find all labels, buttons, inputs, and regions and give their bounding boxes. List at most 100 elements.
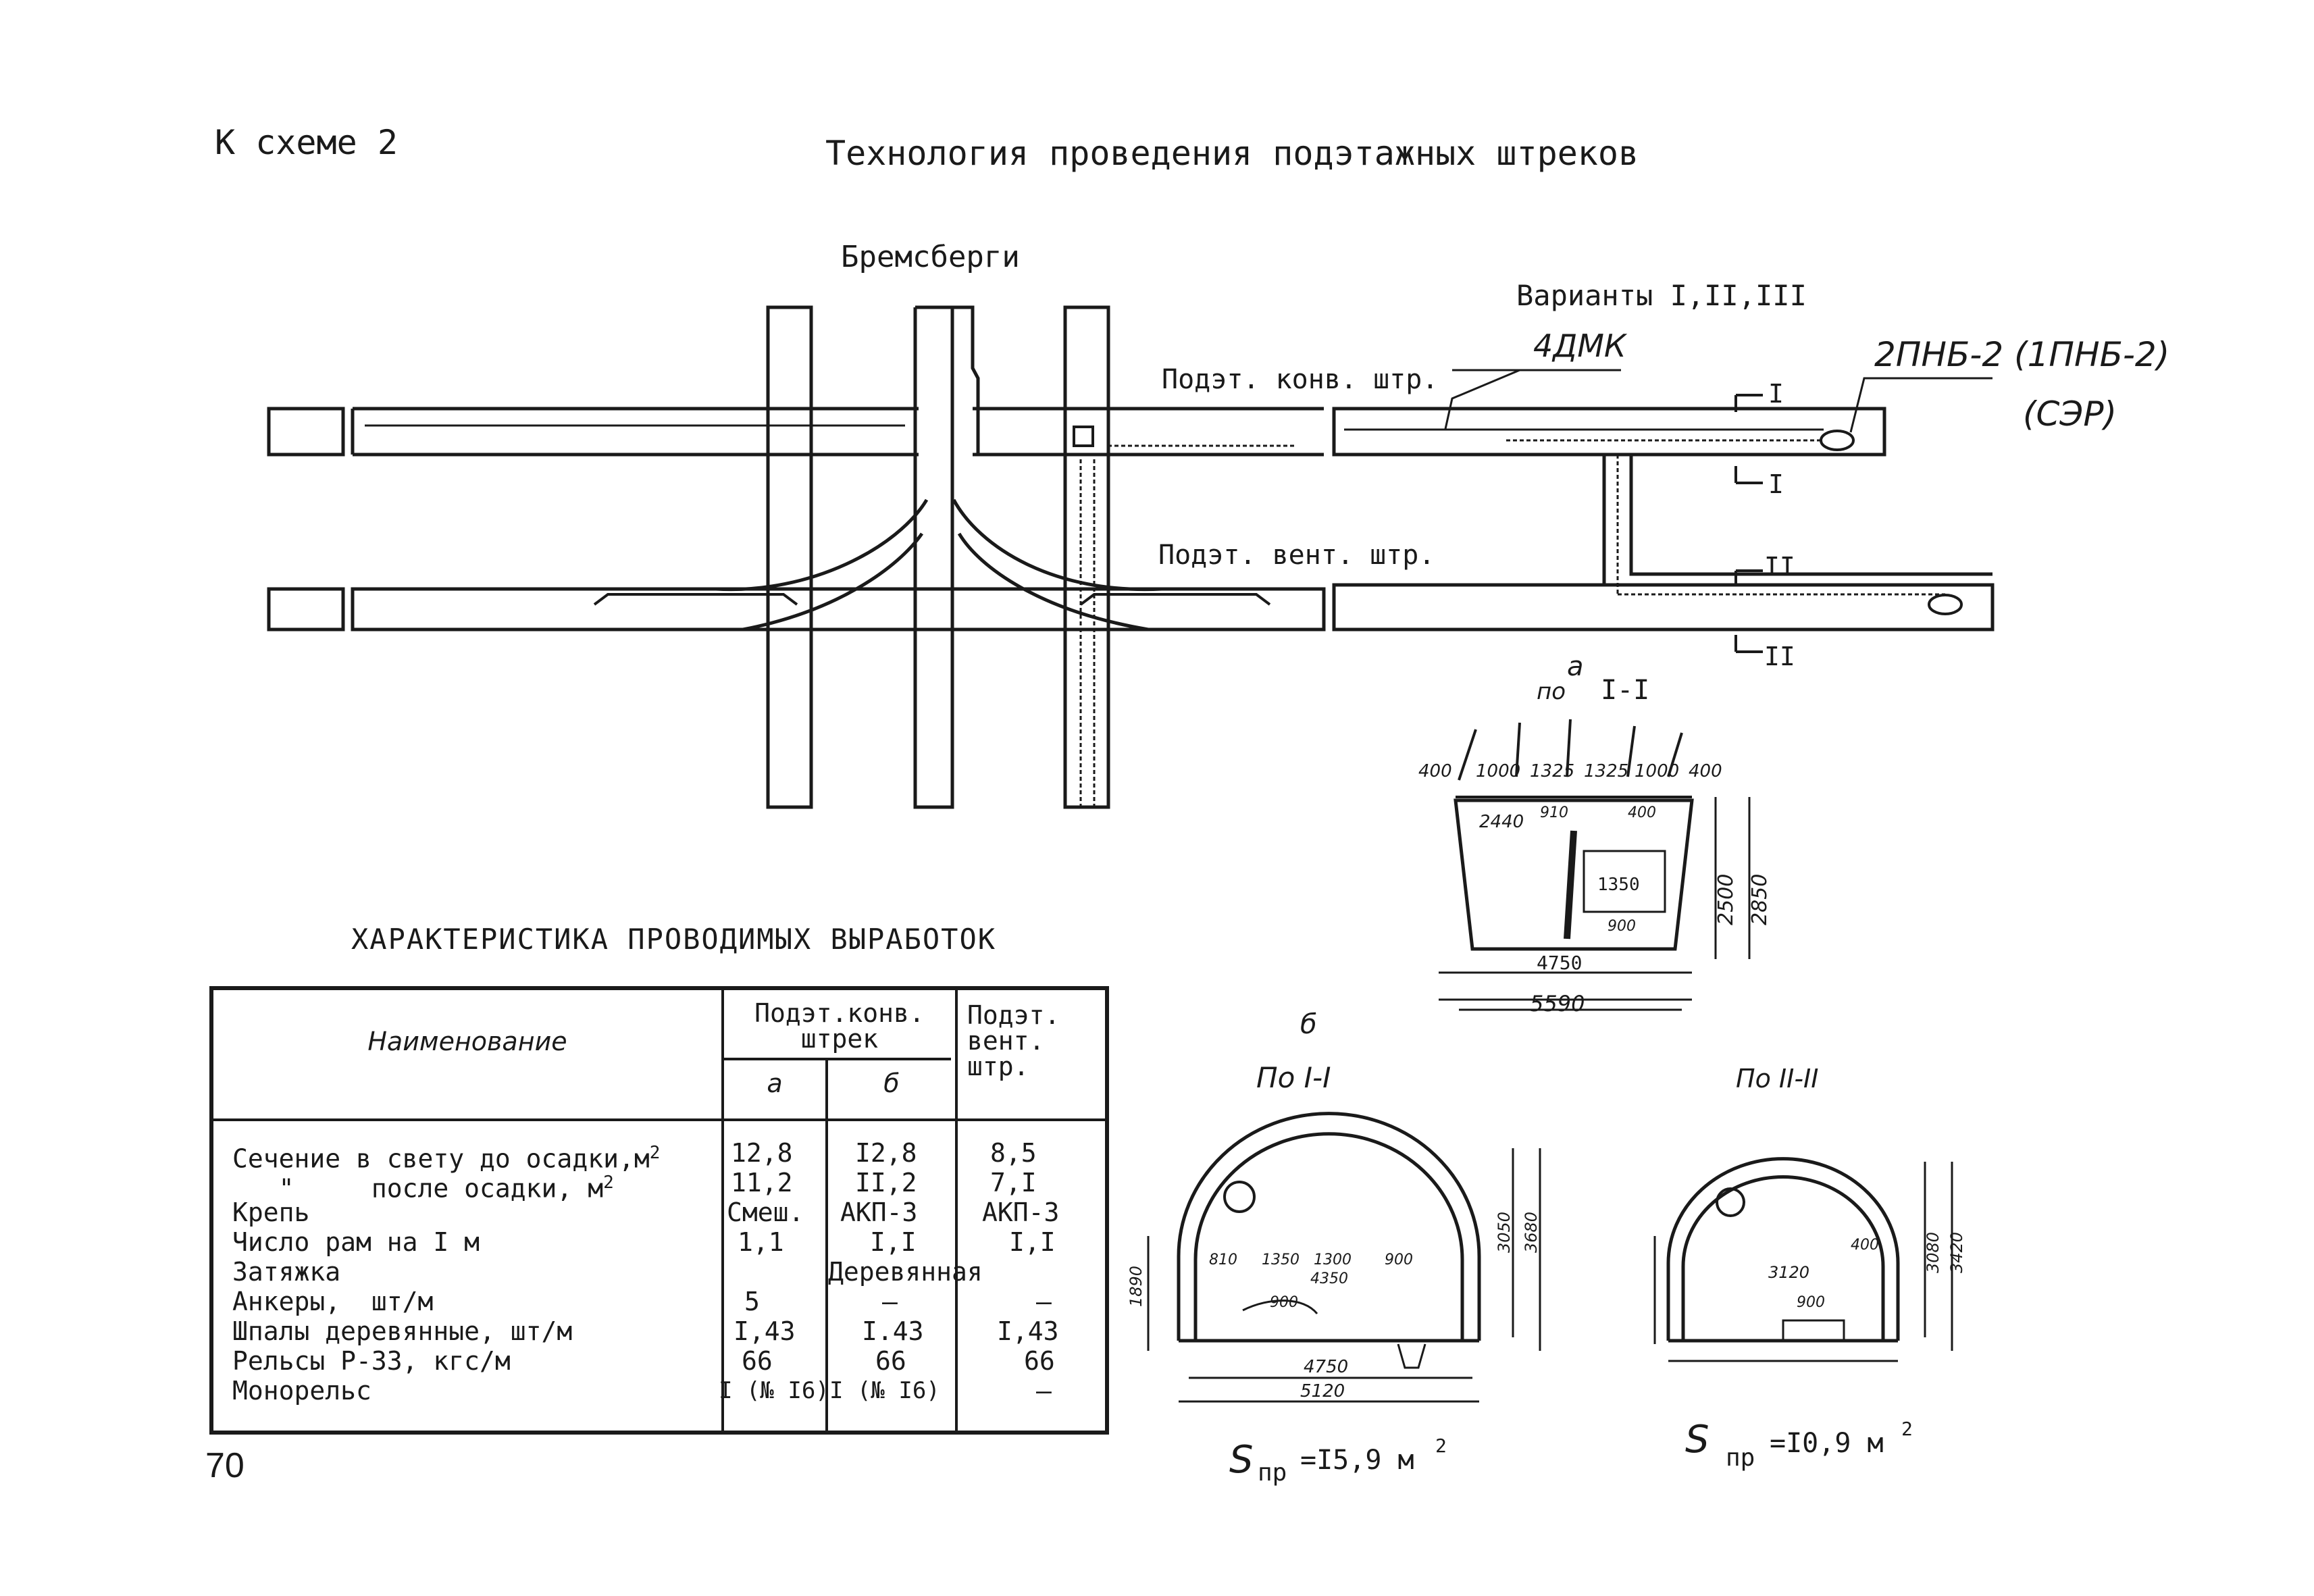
area-b-sup: 2 [1435,1435,1447,1457]
row-vent-3: АКП-3 [982,1198,1060,1227]
dim-900-b2: 900 [1385,1252,1413,1268]
row-name-3: Крепь [232,1198,310,1227]
row-name-4: Число рам на I м [232,1227,480,1257]
area-b-value: =I5,9 м [1300,1445,1414,1476]
row-name-7: Шпалы деревянные, шт/м [232,1316,573,1346]
dim-3080: 3080 [1924,1232,1943,1273]
table-title: ХАРАКТЕРИСТИКА ПРОВОДИМЫХ ВЫРАБОТОК [351,923,997,956]
area-c-symbol: S [1685,1418,1709,1462]
row-name-1: Сечение в свету до осадки,м2 [232,1143,661,1174]
dim-4750-b: 4750 [1304,1357,1348,1377]
dim-810: 810 [1209,1252,1237,1268]
vent-drift-right [1332,583,1995,632]
row-b-6: – [882,1287,898,1316]
loader-icon [1820,430,1855,451]
section-a-letter: а [1567,651,1584,682]
row-name-2: " после осадки, м2 [232,1173,614,1204]
row-b-9: I (№ I6) [829,1377,940,1404]
row-name-8: Рельсы Р-33, кгс/м [232,1346,511,1376]
dim-1350-b: 1350 [1262,1252,1300,1268]
dim-3120: 3120 [1768,1263,1809,1282]
row-a-9: I (№ I6) [719,1377,829,1404]
conveyor-drift-middle [973,407,1324,457]
loader-icon-lower [1928,594,1963,615]
header-vent-line2: вент. [967,1026,1045,1056]
row-vent-2: 7,I [990,1168,1037,1198]
section-a-label: I-I [1601,675,1649,706]
connecting-gallery [1602,455,1992,585]
section-c-label: По II-II [1736,1064,1818,1093]
dim-400-c: 400 [1851,1237,1879,1254]
area-b-symbol: S [1229,1438,1254,1482]
row-b-4: I,I [870,1227,917,1257]
page-number: 70 [205,1446,245,1485]
dim-3050: 3050 [1495,1212,1514,1253]
row-a-1: 12,8 [731,1138,793,1168]
conveyor-drift-right [1332,407,1886,457]
dim-5120: 5120 [1300,1381,1345,1401]
area-c-value: =I0,9 м [1770,1428,1884,1459]
dim-2500: 2500 [1714,874,1738,925]
dim-900: 900 [1608,918,1636,935]
conveyor-drift-label: Подэт. конв. штр. [1162,364,1438,395]
row-vent-7: I,43 [997,1316,1059,1346]
section-b-drawing [1147,1112,1541,1403]
section-I-bottom: I [1768,469,1784,499]
bremsbergi-label: Бремсберги [841,240,1020,274]
row-name-6: Анкеры, шт/м [232,1287,434,1316]
area-c-sub: пр [1726,1444,1755,1472]
conveyor-drift-left [351,407,919,457]
dim-3420: 3420 [1947,1232,1966,1273]
row-vent-9: – [1036,1376,1052,1406]
row-vent-4: I,I [1009,1227,1056,1257]
vent-drift-left [351,587,1326,632]
dim-4750: 4750 [1537,952,1582,974]
bremsberg-left [766,305,813,809]
header-vent-line1: Подэт. [967,1000,1060,1030]
characteristics-table: Наименование Подэт.конв. штрек а б Подэт… [209,986,1109,1435]
header-name: Наименование [367,1027,567,1056]
dim-1325-left: 1325 [1530,761,1574,781]
dim-1350: 1350 [1597,875,1640,895]
row-vent-6: – [1036,1287,1052,1316]
section-b-letter: б [1300,1009,1317,1040]
row-b-8: 66 [875,1346,906,1376]
row-vent-8: 66 [1024,1346,1055,1376]
bremsberg-right [1063,305,1110,809]
row-b-2: II,2 [855,1168,917,1198]
dim-4350: 4350 [1310,1270,1348,1287]
dim-400-inner: 400 [1628,804,1656,821]
dim-1300: 1300 [1314,1252,1352,1268]
plan-view [267,305,1995,809]
row-name-5: Затяжка [232,1257,341,1287]
row-b-7: I.43 [862,1316,924,1346]
dim-3680: 3680 [1522,1212,1541,1253]
section-I-top: I [1768,379,1784,409]
row-a-4: 1,1 [738,1227,784,1257]
area-c-sup: 2 [1901,1418,1913,1440]
row-a-2: 11,2 [731,1168,793,1198]
row-name-9: Монорельс [232,1376,371,1406]
vent-drift-left-stub [267,587,345,632]
dim-900-c: 900 [1797,1294,1825,1311]
row-a-6: 5 [744,1287,760,1316]
dim-5590: 5590 [1530,991,1585,1016]
section-b-label: По I-I [1256,1061,1331,1094]
row-vent-1: 8,5 [990,1138,1037,1168]
header-sub-b: б [883,1069,900,1098]
row-b-5: Деревянная [828,1257,983,1287]
dim-2850: 2850 [1748,874,1772,925]
scheme-reference: К схеме 2 [215,123,398,162]
dim-910: 910 [1540,804,1568,821]
header-conv-line1: Подэт.конв. [754,998,925,1028]
section-II-top: II [1764,552,1795,582]
conveyor-drift-left-stub [267,407,345,457]
bremsberg-central [913,305,980,809]
section-c-drawing [1653,1156,1953,1362]
row-a-3: Смеш. [727,1198,804,1227]
dim-2440: 2440 [1479,812,1524,832]
dim-1890: 1890 [1127,1266,1146,1307]
row-a-8: 66 [742,1346,773,1376]
row-a-7: I,43 [734,1316,796,1346]
